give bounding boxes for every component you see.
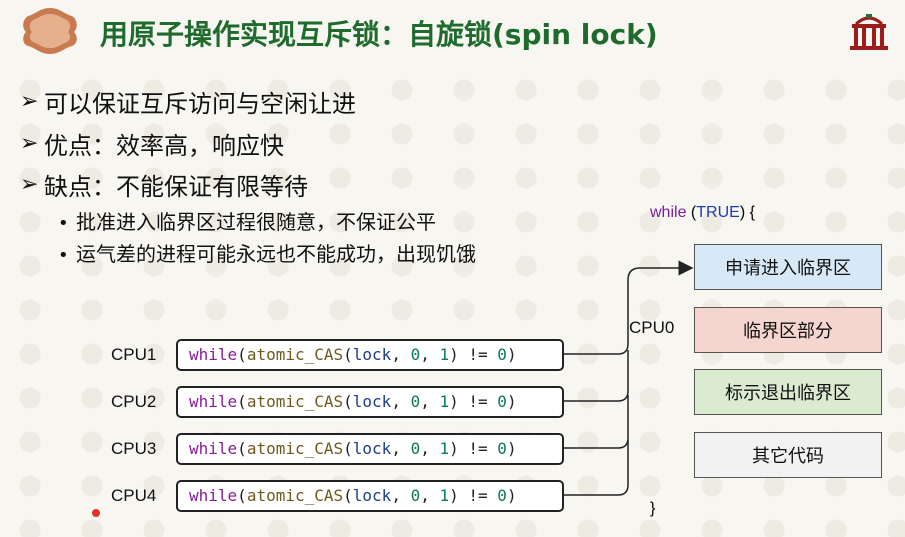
bullet-item: ➢ 优点：效率高，响应快 bbox=[20, 126, 284, 161]
loop-keyword: while bbox=[650, 204, 687, 221]
code-number: 0 bbox=[497, 486, 507, 505]
code-keyword: while bbox=[189, 439, 238, 458]
code-number: 0 bbox=[410, 439, 421, 458]
code-number: 1 bbox=[439, 439, 450, 458]
cpu-label: CPU1 bbox=[111, 345, 157, 364]
cpu-code-box: while(atomic_CAS(lock, 0, 1) != 0) bbox=[176, 480, 564, 512]
bullet-item: ➢ 缺点：不能保证有限等待 bbox=[20, 167, 308, 202]
code-number: 0 bbox=[410, 345, 421, 364]
code-variable: lock bbox=[352, 439, 392, 458]
slide-title: 用原子操作实现互斥锁：自旋锁(spin lock) bbox=[100, 18, 658, 51]
code-function: atomic_CAS bbox=[246, 486, 344, 505]
laser-pointer-dot bbox=[92, 509, 100, 517]
cpu4-connector bbox=[552, 440, 629, 496]
cpu-code-box: while(atomic_CAS(lock, 0, 1) != 0) bbox=[176, 386, 564, 418]
step-critical-section: 临界区部分 bbox=[694, 307, 882, 353]
cpu3-connector bbox=[552, 395, 629, 449]
dot-bullet-icon: • bbox=[58, 213, 69, 234]
code-keyword: while bbox=[189, 392, 238, 411]
cpu-label: CPU4 bbox=[111, 486, 157, 505]
loop-header: while (TRUE) { bbox=[650, 204, 755, 221]
code-number: 0 bbox=[497, 392, 507, 411]
code-keyword: while bbox=[189, 486, 238, 505]
loop-condition: TRUE bbox=[696, 204, 740, 221]
code-number: 0 bbox=[497, 439, 507, 458]
code-number: 1 bbox=[439, 486, 450, 505]
sub-bullet-text: 批准进入临界区过程很随意，不保证公平 bbox=[76, 210, 436, 234]
sub-bullet-item: • 批准进入临界区过程很随意，不保证公平 bbox=[58, 206, 436, 235]
sub-bullet-item: • 运气差的进程可能永远也不能成功，出现饥饿 bbox=[58, 238, 476, 267]
code-variable: lock bbox=[352, 392, 392, 411]
code-number: 1 bbox=[439, 345, 450, 364]
university-badge-icon bbox=[23, 8, 77, 54]
bullet-text: 缺点：不能保证有限等待 bbox=[44, 173, 308, 201]
gate-emblem-icon bbox=[850, 14, 888, 50]
code-function: atomic_CAS bbox=[246, 439, 344, 458]
bullet-item: ➢ 可以保证互斥访问与空闲让进 bbox=[20, 84, 356, 119]
step-remainder-code: 其它代码 bbox=[694, 432, 882, 478]
bullet-text: 可以保证互斥访问与空闲让进 bbox=[44, 90, 356, 118]
cpu1-connector bbox=[552, 260, 694, 355]
sub-bullet-text: 运气差的进程可能永远也不能成功，出现饥饿 bbox=[76, 242, 476, 266]
arrow-bullet-icon: ➢ bbox=[20, 172, 39, 197]
code-number: 0 bbox=[410, 392, 421, 411]
dot-bullet-icon: • bbox=[58, 245, 69, 266]
code-function: atomic_CAS bbox=[246, 345, 344, 364]
cpu-label: CPU2 bbox=[111, 392, 157, 411]
winner-cpu-label: CPU0 bbox=[629, 318, 675, 337]
arrow-bullet-icon: ➢ bbox=[20, 131, 39, 156]
code-keyword: while bbox=[189, 345, 238, 364]
cpu-label: CPU3 bbox=[111, 439, 157, 458]
code-number: 1 bbox=[439, 392, 450, 411]
cpu-code-box: while(atomic_CAS(lock, 0, 1) != 0) bbox=[176, 433, 564, 465]
code-number: 0 bbox=[410, 486, 421, 505]
code-variable: lock bbox=[352, 486, 392, 505]
step-exit-section: 标示退出临界区 bbox=[694, 369, 882, 415]
code-number: 0 bbox=[497, 345, 507, 364]
loop-close-brace: } bbox=[650, 500, 656, 517]
code-variable: lock bbox=[352, 345, 392, 364]
code-function: atomic_CAS bbox=[246, 392, 344, 411]
bullet-text: 优点：效率高，响应快 bbox=[44, 132, 284, 160]
cpu-code-box: while(atomic_CAS(lock, 0, 1) != 0) bbox=[176, 339, 564, 371]
arrow-bullet-icon: ➢ bbox=[20, 89, 39, 114]
step-request-entry: 申请进入临界区 bbox=[694, 244, 882, 290]
cpu2-connector bbox=[552, 350, 629, 402]
